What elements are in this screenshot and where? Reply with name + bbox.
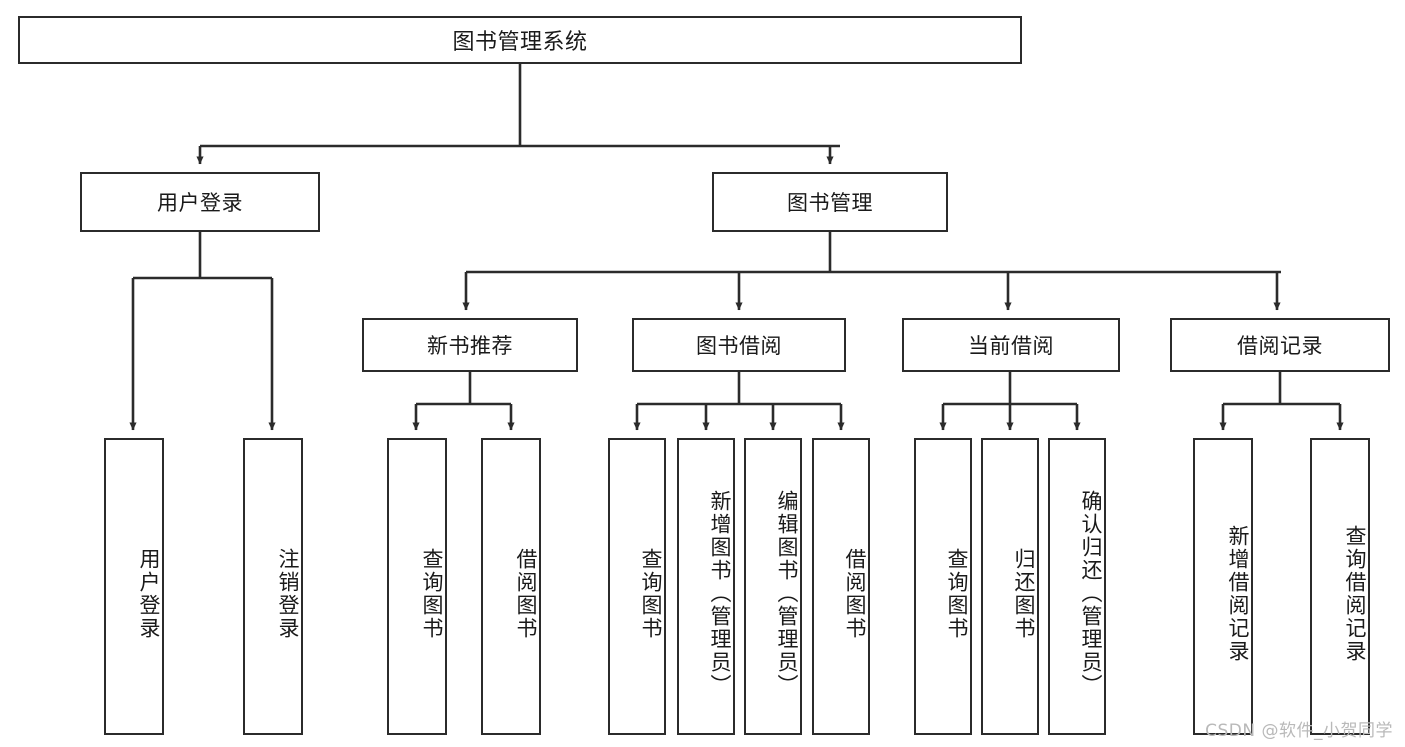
node-leaf-label: 新增图书（管理员） [708, 490, 732, 697]
node-leaf-query-borrow-record[interactable]: 查询借阅记录 [1310, 438, 1370, 735]
node-leaf-label: 查询图书 [420, 547, 444, 640]
node-leaf-label: 查询借阅记录 [1343, 524, 1367, 663]
node-leaf-borrow-book[interactable]: 借阅图书 [812, 438, 870, 735]
node-leaf-label: 注销登录 [276, 547, 300, 640]
node-leaf-label: 确认归还（管理员） [1079, 490, 1103, 697]
node-leaf-query-book-current[interactable]: 查询图书 [914, 438, 972, 735]
node-level1-user-login[interactable]: 用户登录 [80, 172, 320, 232]
node-leaf-query-book-recommend[interactable]: 查询图书 [387, 438, 447, 735]
node-leaf-label: 新增借阅记录 [1226, 524, 1250, 663]
node-level2-new-book-recommend[interactable]: 新书推荐 [362, 318, 578, 372]
node-level2-book-borrow[interactable]: 图书借阅 [632, 318, 846, 372]
node-leaf-edit-book-admin[interactable]: 编辑图书（管理员） [744, 438, 802, 735]
watermark: CSDN @软件_小贺同学 [1205, 721, 1393, 741]
node-leaf-label: 查询图书 [945, 547, 969, 640]
node-leaf-label: 编辑图书（管理员） [775, 490, 799, 697]
node-leaf-return-book[interactable]: 归还图书 [981, 438, 1039, 735]
node-level1-book-management[interactable]: 图书管理 [712, 172, 948, 232]
node-leaf-query-book-borrow[interactable]: 查询图书 [608, 438, 666, 735]
node-leaf-label: 借阅图书 [514, 547, 538, 640]
node-leaf-label: 归还图书 [1012, 547, 1036, 640]
node-leaf-label: 借阅图书 [843, 547, 867, 640]
node-root[interactable]: 图书管理系统 [18, 16, 1022, 64]
node-leaf-confirm-return-admin[interactable]: 确认归还（管理员） [1048, 438, 1106, 735]
node-leaf-borrow-book-recommend[interactable]: 借阅图书 [481, 438, 541, 735]
node-level2-borrow-record[interactable]: 借阅记录 [1170, 318, 1390, 372]
node-leaf-label: 查询图书 [639, 547, 663, 640]
node-leaf-add-borrow-record[interactable]: 新增借阅记录 [1193, 438, 1253, 735]
node-level2-current-borrow[interactable]: 当前借阅 [902, 318, 1120, 372]
node-leaf-label: 用户登录 [137, 547, 161, 640]
node-leaf-user-logout[interactable]: 注销登录 [243, 438, 303, 735]
node-leaf-user-login[interactable]: 用户登录 [104, 438, 164, 735]
node-leaf-add-book-admin[interactable]: 新增图书（管理员） [677, 438, 735, 735]
